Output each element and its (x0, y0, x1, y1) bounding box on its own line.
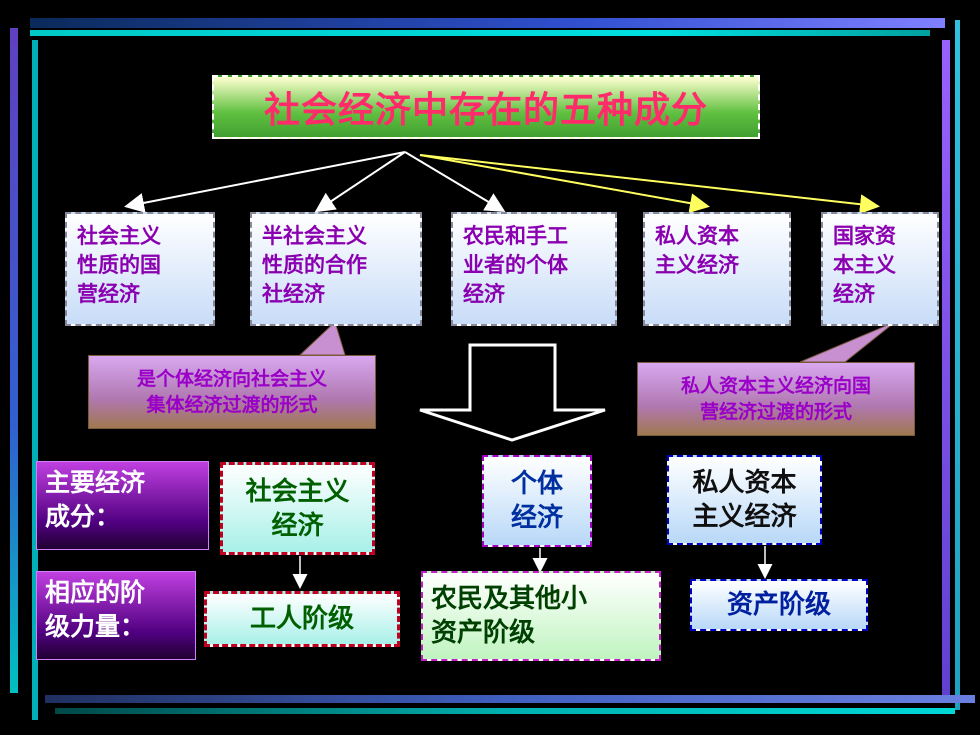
frame-bar-left (10, 28, 18, 693)
category-cooperative-economy: 半社会主义 性质的合作 社经济 (250, 212, 422, 326)
note-state-capitalism-transition: 私人资本主义经济向国 营经济过渡的形式 (637, 362, 915, 436)
category-line: 私人资本 (655, 224, 739, 248)
frame-bar-top (30, 18, 945, 28)
side-line: 级力量： (45, 612, 146, 641)
big-down-arrow (419, 343, 606, 442)
component-socialist-economy: 社会主义 经济 (220, 462, 375, 555)
component-line: 经济 (510, 503, 563, 533)
category-state-economy: 社会主义 性质的国 营经济 (65, 212, 215, 326)
arrow-to-private-economy (419, 154, 710, 214)
side-line: 相应的阶 (45, 578, 146, 607)
category-line: 社经济 (262, 282, 325, 306)
category-line: 营经济 (77, 282, 140, 306)
frame-bar-top-inner (30, 30, 930, 36)
component-line: 主义经济 (692, 502, 797, 532)
note-cooperative-transition: 是个体经济向社会主义 集体经济过渡的形式 (88, 355, 376, 429)
category-individual-economy: 农民和手工 业者的个体 经济 (451, 212, 617, 326)
note-line: 私人资本主义经济向国 (680, 375, 871, 397)
frame-bar-left-inner (32, 40, 38, 720)
component-line: 个体 (510, 469, 563, 499)
class-workers: 工人阶级 (204, 591, 400, 647)
note-line: 是个体经济向社会主义 (136, 368, 327, 390)
frame-bar-bottom-inner (55, 708, 955, 714)
arrow-to-state-economy (124, 151, 406, 213)
category-line: 半社会主义 (262, 224, 367, 248)
class-bourgeoisie: 资产阶级 (690, 579, 868, 631)
class-line: 农民及其他小 (431, 584, 588, 614)
category-state-capitalism: 国家资 本主义 经济 (821, 212, 939, 326)
note-line: 营经济过渡的形式 (699, 401, 852, 423)
class-peasants-petty-bourgeois: 农民及其他小 资产阶级 (421, 571, 661, 661)
label-main-components: 主要经济 成分： (36, 461, 209, 550)
component-private-economy: 私人资本 主义经济 (667, 455, 822, 545)
category-line: 性质的国 (77, 253, 161, 277)
category-line: 业者的个体 (463, 253, 568, 277)
frame-bar-bottom (45, 695, 975, 703)
diagram-title: 社会经济中存在的五种成分 (212, 75, 760, 139)
component-individual-economy: 个体 经济 (482, 455, 592, 547)
arrow-to-cooperative-economy (314, 151, 406, 213)
component-line: 经济 (271, 510, 324, 541)
side-line: 成分： (45, 502, 121, 531)
callout-pointer-left (298, 321, 346, 356)
arrow-to-state-capitalism (419, 154, 880, 215)
category-line: 农民和手工 (463, 224, 568, 248)
component-line: 私人资本 (692, 468, 797, 498)
category-line: 经济 (463, 282, 505, 306)
category-line: 主义经济 (655, 253, 739, 277)
callout-pointer-right (799, 321, 896, 363)
category-line: 性质的合作 (262, 253, 367, 277)
frame-bar-right-outer (955, 20, 960, 710)
class-line: 资产阶级 (431, 618, 536, 648)
category-line: 本主义 (833, 253, 896, 277)
category-line: 经济 (833, 282, 875, 306)
component-line: 社会主义 (245, 476, 350, 507)
category-private-economy: 私人资本 主义经济 (643, 212, 791, 326)
category-line: 社会主义 (77, 224, 161, 248)
arrow-to-individual-economy (404, 151, 506, 213)
side-line: 主要经济 (45, 468, 146, 497)
category-line: 国家资 (833, 224, 896, 248)
note-line: 集体经济过渡的形式 (146, 394, 318, 416)
label-class-forces: 相应的阶 级力量： (36, 571, 196, 660)
frame-bar-right (942, 40, 950, 700)
